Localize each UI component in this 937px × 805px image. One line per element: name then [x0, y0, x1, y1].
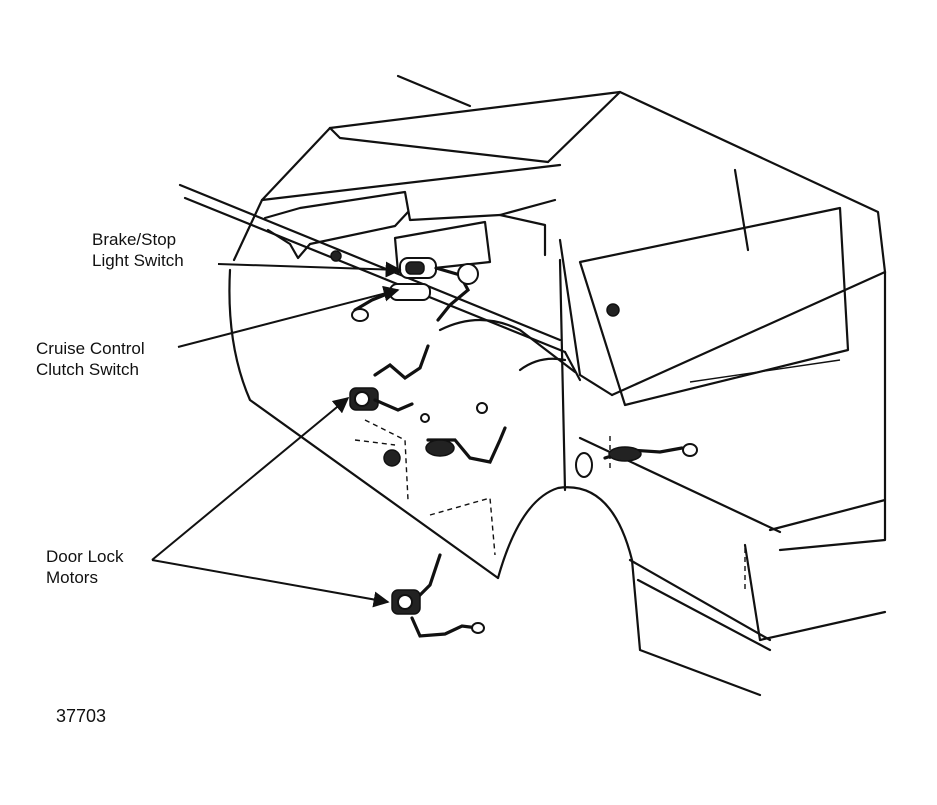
- rear-hatch-harness: [575, 443, 698, 478]
- brake-label-line-2: Light Switch: [92, 251, 184, 270]
- brake-stop-switch-label: Brake/Stop Light Switch: [92, 229, 184, 271]
- door-lock-motor-rear: [391, 553, 485, 638]
- brake-stop-switch-assembly: [330, 250, 479, 322]
- cruise-label-line-1: Cruise Control: [36, 339, 145, 358]
- door-label-line-2: Motors: [46, 568, 98, 587]
- leader-lines: [151, 261, 402, 608]
- figure-number: 37703: [56, 706, 107, 726]
- door-lock-motors-label: Door Lock Motors: [46, 546, 123, 588]
- door-label-line-1: Door Lock: [46, 547, 124, 566]
- cruise-label-line-2: Clutch Switch: [36, 360, 139, 379]
- brake-label-line-1: Brake/Stop: [92, 230, 177, 249]
- vehicle-body: [178, 74, 887, 697]
- door-lock-motor-front: [349, 344, 507, 467]
- cruise-clutch-switch-label: Cruise Control Clutch Switch: [36, 338, 145, 380]
